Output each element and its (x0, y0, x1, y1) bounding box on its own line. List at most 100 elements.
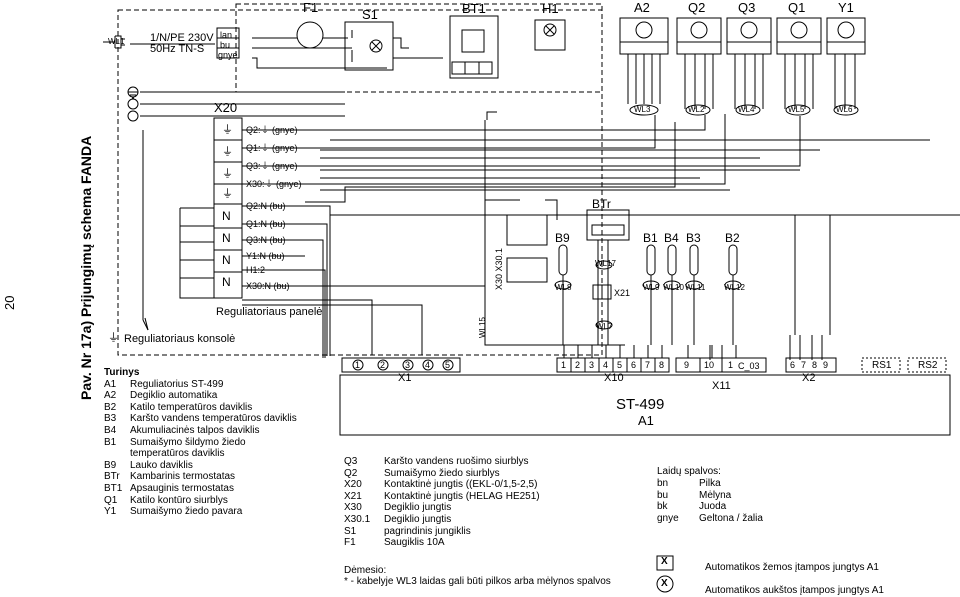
panel-row: Q2:N (bu) (246, 201, 286, 211)
legend-code: A2 (104, 390, 117, 402)
panel-row: X30:N (bu) (246, 281, 290, 291)
legend-desc: Akumuliacinės talpos daviklis (130, 424, 260, 436)
cable-wl11: WL11 (685, 283, 706, 292)
legend-code: F1 (344, 537, 356, 549)
page-number: 20 (2, 295, 17, 310)
figure-title: Pav. Nr 17a) Prijungimų schema FANDA (78, 135, 94, 400)
controller-name: ST-499 (616, 396, 665, 413)
legend-row: bu Mėlyna (657, 490, 763, 502)
label-a2: A2 (634, 0, 650, 15)
fuse-f1-symbol (296, 21, 324, 49)
legend-desc: Kambarinis termostatas (130, 471, 236, 483)
terminal-lan: lan (220, 30, 233, 40)
pin: 2 (380, 360, 386, 370)
legend-code: X30 (344, 502, 362, 514)
legend-desc: Karšto vandens temperatūros daviklis (130, 413, 297, 425)
pin: 5 (617, 360, 623, 370)
panel-pin: N (222, 209, 231, 223)
legend-code: Q1 (104, 494, 118, 506)
legend-code: B4 (104, 424, 117, 436)
legend-desc: Mėlyna (699, 489, 732, 501)
panel-row: X30:⏚ (gnye) (246, 179, 302, 189)
legend-desc: Degiklio automatika (130, 390, 218, 402)
sensor-b4-symbol (667, 244, 677, 345)
sensor-b9-symbol (558, 244, 568, 345)
label-c03: C_03 (738, 361, 760, 371)
legend-code (104, 448, 130, 460)
panel-pin: N (222, 253, 231, 267)
pin: 2 (575, 360, 581, 370)
pin: 10 (704, 360, 715, 370)
label-q2: Q2 (688, 0, 706, 15)
pump-q1-symbol (776, 17, 822, 55)
legend-row: A2 Degiklio automatika (104, 390, 297, 402)
label-x30: X30 X30.1 (494, 247, 504, 290)
block-rs2 (907, 357, 947, 373)
block-x2 (785, 357, 837, 373)
panel-pin: N (222, 275, 231, 289)
legend-code: gnye (657, 513, 679, 525)
sensor-b3-symbol (689, 244, 699, 345)
pin: 4 (425, 360, 431, 370)
sensor-b2-symbol (728, 244, 738, 345)
note-heading: Dėmesio: (344, 564, 387, 576)
colors-heading: Laidų spalvos: (657, 466, 721, 477)
plug-icon (103, 35, 125, 49)
pin: 1 (355, 360, 361, 370)
label-f1: F1 (303, 0, 319, 15)
legend-desc: Lauko daviklis (130, 459, 193, 471)
panel-row: Q3:⏚ (gnye) (246, 161, 298, 171)
component-a2-symbol (619, 17, 669, 55)
pin: 9 (823, 360, 829, 370)
legend-code: bk (657, 501, 668, 513)
label-b1: B1 (643, 231, 658, 245)
switch-s1-box (344, 21, 394, 71)
pin: 6 (790, 360, 796, 370)
pin: 7 (645, 360, 651, 370)
panel-pin: ⏚ (222, 146, 233, 158)
label-x11: X11 (712, 380, 731, 392)
low-voltage-symbol-letter: X (661, 556, 668, 567)
cable-wl4: WL4 (738, 105, 755, 114)
legend-row: B4 Akumuliacinės talpos daviklis (104, 425, 297, 437)
label-b9: B9 (555, 231, 570, 245)
cable-wl15: WL15 (478, 317, 487, 338)
controller-st499-box (339, 374, 951, 436)
pin: 9 (684, 360, 690, 370)
low-voltage-symbol-box (656, 555, 674, 571)
high-voltage-symbol-letter: X (661, 578, 668, 589)
legend-code: bu (657, 489, 669, 501)
controller-sub: A1 (638, 413, 654, 428)
pump-q3-symbol (726, 17, 772, 55)
legend-code: Q2 (344, 467, 358, 479)
terminal-bu: bu (220, 40, 231, 50)
legend-desc: Karšto vandens ruošimo siurblys (384, 456, 529, 467)
panel-row: H1:2 (246, 265, 266, 275)
high-voltage-symbol-text: Automatikos aukštos įtampos jungtys A1 (705, 585, 884, 596)
panel-x20-title: X20 (214, 100, 238, 115)
legend-code: X30.1 (344, 513, 371, 525)
legend-desc: temperatūros daviklis (130, 448, 225, 460)
supply-line1: 1/N/PE 230V (150, 32, 214, 44)
legend-code: X21 (344, 490, 362, 502)
panel-pin: ⏚ (222, 124, 233, 136)
panel-label: Reguliatoriaus panelė (216, 306, 323, 318)
block-rs1 (861, 357, 901, 373)
panel-row: Q2:⏚ (gnye) (246, 125, 298, 135)
legend-desc: Apsauginis termostatas (130, 482, 234, 494)
earth-icon: ⏚ (108, 332, 119, 344)
cable-wl2: WL2 (688, 105, 705, 114)
ground-icon-3 (127, 110, 139, 122)
cable-wl12: WL12 (724, 283, 745, 292)
